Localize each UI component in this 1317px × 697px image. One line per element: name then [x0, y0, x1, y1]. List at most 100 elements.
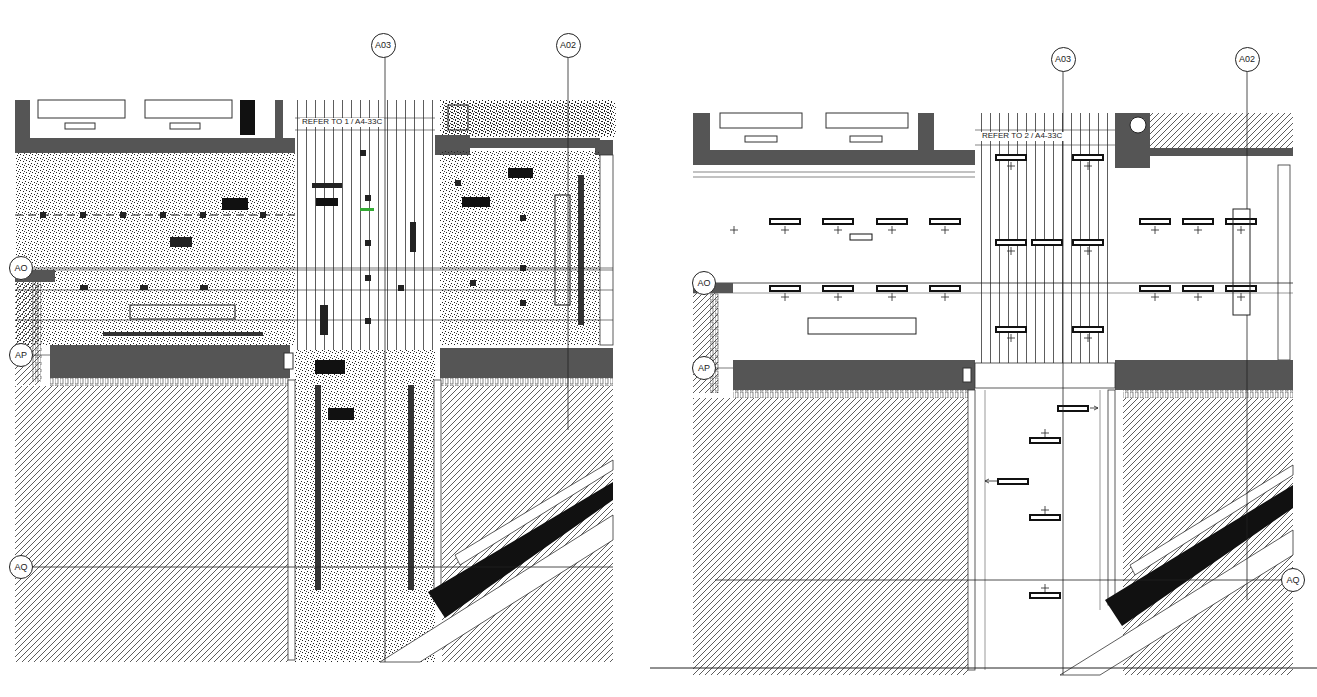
plan-path	[985, 406, 1098, 483]
plan-rect	[145, 100, 232, 118]
plan-rect	[1073, 155, 1103, 160]
plan-line	[693, 293, 1293, 294]
plan-rect	[50, 345, 290, 378]
plan-rect	[996, 327, 1026, 332]
plan-line	[693, 283, 1293, 284]
grid-bubble: AQ	[1281, 568, 1305, 592]
plan-rect	[40, 212, 46, 218]
grid-bubble: AP	[9, 343, 33, 367]
plan-path	[1151, 226, 1245, 234]
plan-rect	[1030, 438, 1060, 443]
grid-bubble: A03	[1051, 47, 1076, 72]
grid-label: A03	[1055, 55, 1071, 64]
plan-rect	[440, 150, 600, 345]
plan-line	[32, 355, 50, 356]
plan-rect	[808, 318, 916, 334]
plan-path	[1007, 162, 1092, 342]
plan-rect	[826, 113, 908, 128]
plan-rect	[15, 100, 30, 140]
plan-rect	[200, 285, 208, 290]
plan-rect	[1233, 209, 1250, 315]
plan-rect	[170, 237, 192, 247]
plan-polygon	[428, 482, 613, 618]
grid-label: AQ	[14, 563, 27, 572]
plan-rect	[315, 360, 345, 374]
plan-rect	[260, 212, 266, 218]
plan-rect	[930, 286, 960, 291]
plan-rect	[103, 332, 263, 336]
plan-rect	[693, 113, 1293, 675]
plan-rect	[462, 197, 490, 207]
plan-rect	[600, 155, 613, 345]
reference-note: REFER TO 1 / A4-33C	[300, 118, 384, 127]
plan-line	[15, 214, 295, 215]
plan-rect	[160, 212, 166, 218]
plan-rect	[975, 113, 1115, 363]
plan-rect	[120, 212, 126, 218]
plan-rect	[1058, 406, 1088, 411]
plan-line	[32, 567, 613, 568]
plan-rect	[745, 136, 777, 142]
plan-rect	[1108, 390, 1115, 605]
plan-rect	[1030, 515, 1060, 520]
plan-rect	[240, 100, 255, 135]
plan-rect	[1032, 240, 1062, 245]
plan-rect	[80, 285, 88, 290]
plan-rect	[360, 208, 374, 211]
plan-rect	[963, 368, 971, 382]
plan-line	[975, 145, 1115, 146]
plan-polygon	[1130, 465, 1293, 575]
plan-line	[1247, 71, 1248, 209]
plan-line	[715, 580, 1281, 581]
grid-bubble: A02	[556, 33, 581, 58]
plan-rect	[320, 305, 328, 335]
plan-rect	[222, 198, 248, 210]
plan-rect	[733, 390, 968, 398]
plan-line	[385, 57, 386, 662]
grid-bubble: AQ	[9, 555, 33, 579]
plan-rect	[32, 282, 42, 382]
grid-bubble: AO	[9, 256, 33, 280]
plan-rect	[443, 102, 616, 137]
plan-rect	[877, 219, 907, 224]
plan-path	[1151, 293, 1245, 301]
plan-rect	[315, 385, 321, 590]
plan-line	[985, 390, 986, 670]
plan-rect	[360, 150, 366, 156]
grid-label: A02	[560, 41, 576, 50]
plan-rect	[440, 348, 613, 378]
grid-label: AO	[697, 279, 710, 288]
plan-rect	[130, 305, 235, 319]
grid-bubble: A03	[371, 33, 396, 58]
plan-g	[650, 71, 1317, 675]
plan-rect	[1140, 286, 1170, 291]
plan-polygon	[1105, 485, 1293, 626]
plan-polygon	[1060, 530, 1293, 675]
plan-rect	[1115, 113, 1150, 168]
plan-rect	[930, 219, 960, 224]
grid-label: A03	[375, 41, 391, 50]
plan-rect	[998, 479, 1028, 484]
plan-rect	[455, 180, 461, 186]
plan-g	[40, 150, 526, 324]
plan-g	[15, 57, 616, 662]
plan-rect	[140, 285, 148, 290]
plan-rect	[975, 363, 1115, 388]
plan-rect	[295, 100, 435, 350]
plan-rect	[850, 136, 882, 142]
plan-rect	[410, 222, 416, 252]
plan-rect	[470, 280, 476, 286]
plan-line	[650, 668, 1317, 669]
plan-rect	[448, 105, 468, 130]
plan-rect	[398, 285, 404, 291]
plan-rect	[918, 113, 934, 150]
plan-line	[1100, 390, 1101, 610]
plan-path	[781, 293, 949, 301]
grid-label: AP	[698, 364, 710, 373]
plan-rect	[578, 175, 584, 325]
plan-rect	[284, 353, 293, 369]
plan-line	[1247, 315, 1248, 600]
plan-rect	[365, 195, 371, 201]
grid-bubble: AP	[692, 356, 716, 380]
plan-rect	[38, 100, 125, 118]
